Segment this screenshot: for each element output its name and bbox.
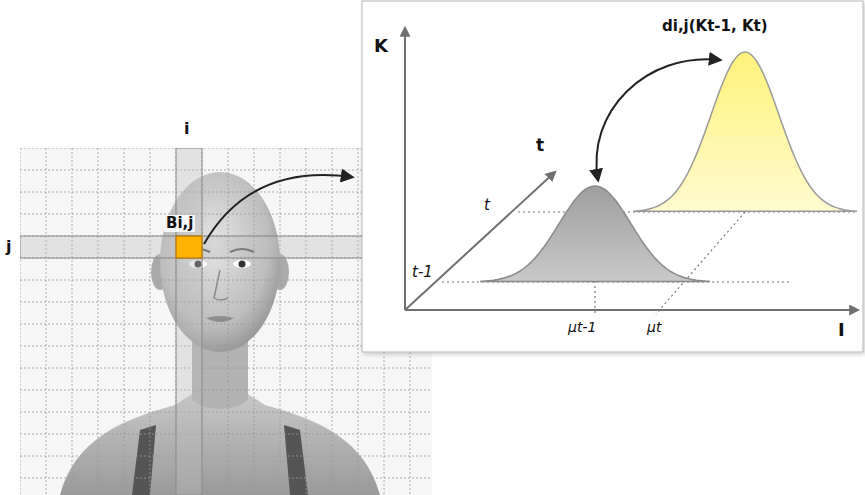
nose [214, 270, 228, 300]
grid-line [306, 148, 307, 495]
guide-lines [442, 52, 858, 315]
grid-line [358, 148, 359, 495]
row-label: j [4, 238, 13, 256]
pupil [239, 261, 246, 268]
distance-label: di,j(Kt-1, Kt) [660, 18, 770, 35]
grid-line [20, 434, 432, 435]
axis-label: I [836, 320, 847, 340]
plot-panel [362, 1, 863, 352]
gaussian-curve [633, 52, 857, 211]
k-axis [404, 28, 406, 310]
grid-line [46, 148, 47, 495]
grid-line [280, 148, 281, 495]
mean-label: μt-1 [566, 320, 598, 335]
distance-arrow [596, 59, 720, 180]
block-label: Bi,j [164, 215, 195, 232]
grid-line [20, 456, 432, 457]
grid-line [124, 148, 125, 495]
distributions [480, 52, 857, 281]
grid-line [20, 148, 21, 495]
t-axis [405, 172, 555, 310]
eye [233, 260, 251, 268]
strap [132, 425, 156, 495]
grid-line [228, 148, 229, 495]
tick-label: t-1 [410, 264, 435, 281]
tick-label: t [482, 197, 492, 214]
strap [284, 425, 308, 495]
grid-line [98, 148, 99, 495]
column-band [176, 148, 202, 495]
axis-label: t [534, 136, 546, 155]
block-cell [176, 236, 202, 258]
grid-line [72, 148, 73, 495]
grid-line [20, 368, 432, 369]
grid-line [20, 478, 432, 479]
mean-label: μt [645, 320, 663, 335]
grid-line [254, 148, 255, 495]
i-axis [405, 309, 858, 311]
grid-line [20, 412, 432, 413]
callout-arrow [204, 175, 352, 244]
grid-line [150, 148, 151, 495]
column-label: i [182, 120, 191, 138]
axis-label: K [372, 36, 390, 56]
mouth [206, 316, 234, 322]
grid-line [332, 148, 333, 495]
grid-line [20, 390, 432, 391]
guide-line [656, 212, 745, 314]
